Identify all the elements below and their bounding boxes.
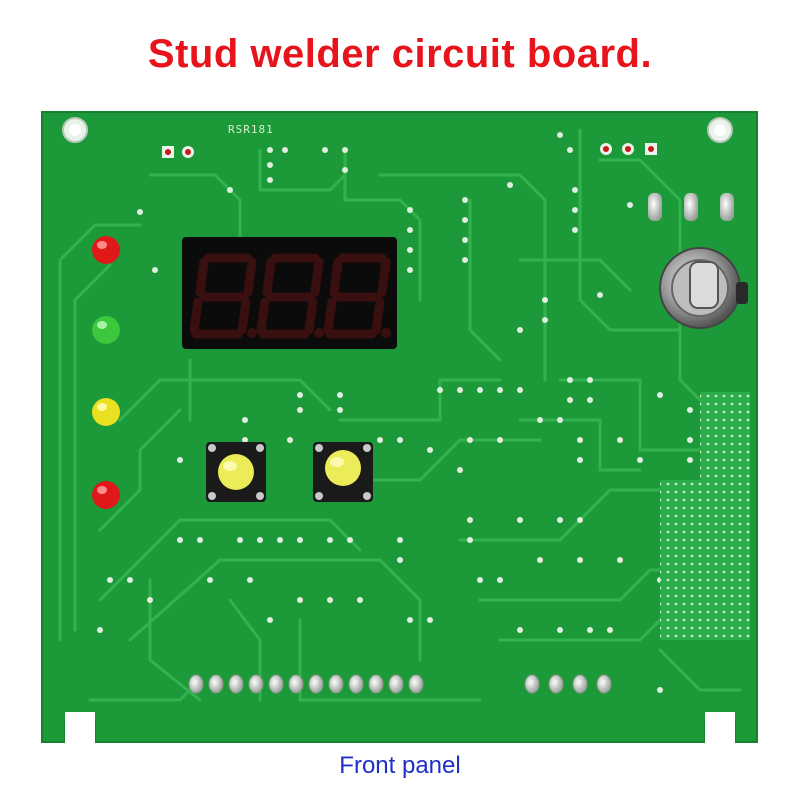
photo-caption: Front panel [339, 752, 461, 779]
tactile-button-right [313, 442, 373, 502]
tactile-buttons [206, 442, 373, 502]
perforated-area [660, 392, 750, 640]
status-leds [92, 236, 120, 509]
led-green [92, 316, 120, 344]
tactile-button-left [206, 442, 266, 502]
seven-segment-display [182, 237, 397, 349]
page-title: Stud welder circuit board. [147, 32, 653, 76]
red-test-pads [162, 143, 657, 158]
header-pins [188, 674, 612, 694]
led-yellow [92, 398, 120, 426]
silkscreen-label: RSR181 [228, 123, 274, 136]
mounting-holes [62, 117, 733, 143]
slot-pads [648, 193, 734, 221]
board-notch-right [705, 712, 735, 744]
board-notch-left [65, 712, 95, 744]
copper-traces [58, 128, 742, 702]
led-red-bottom [92, 481, 120, 509]
led-red-top [92, 236, 120, 264]
rotary-knob [659, 247, 748, 329]
